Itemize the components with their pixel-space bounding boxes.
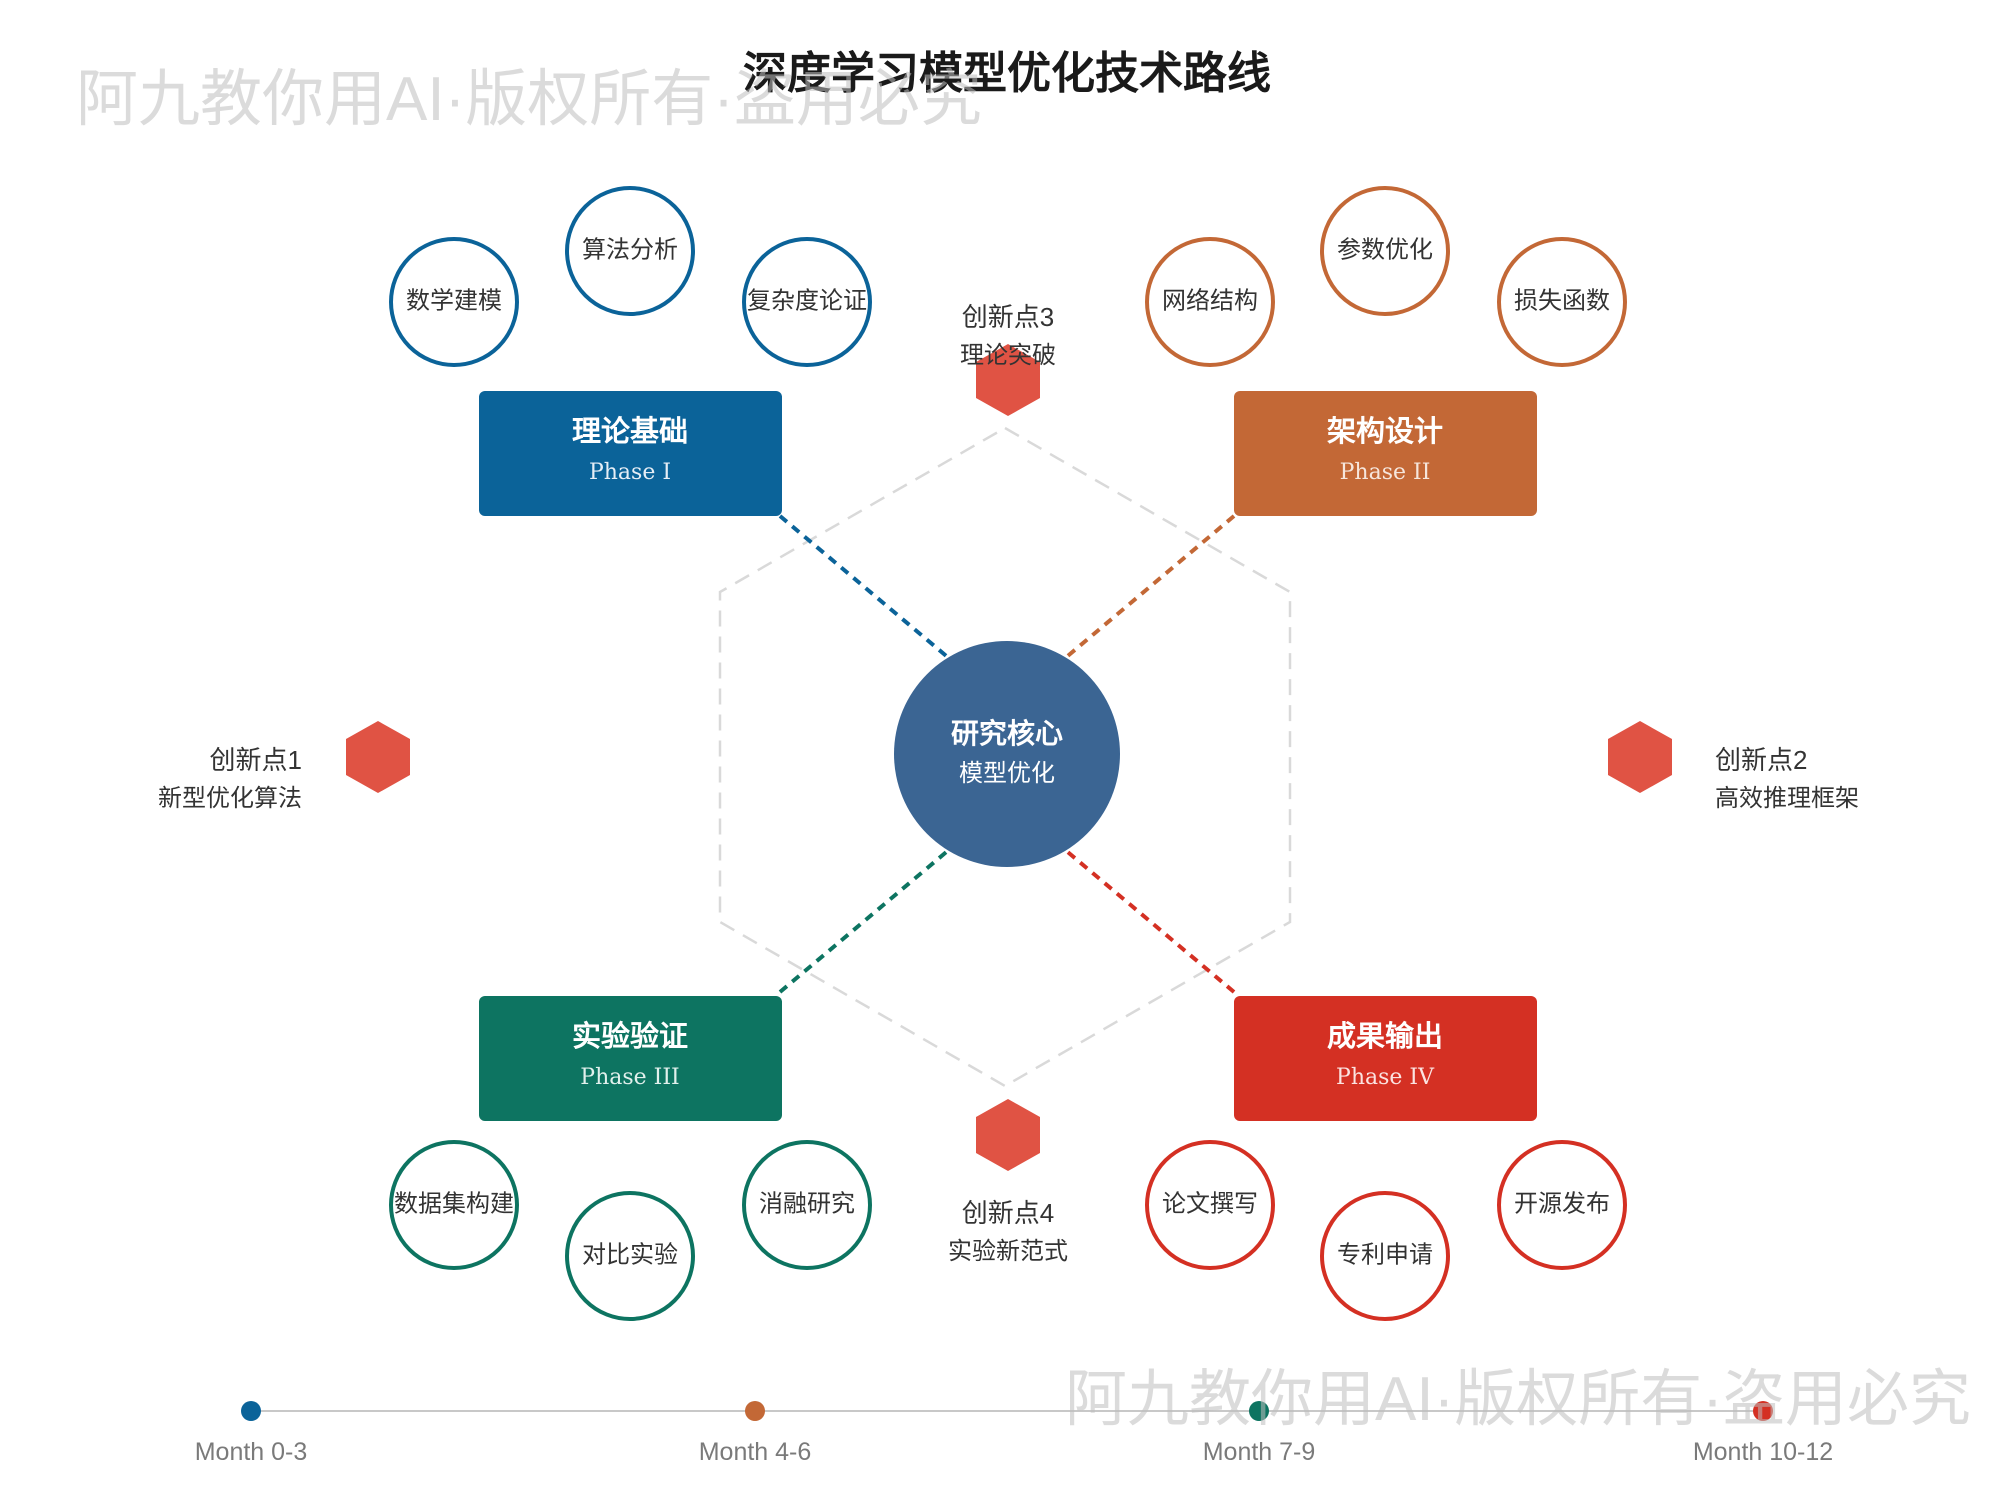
subtopic-node[interactable]: [742, 1140, 872, 1270]
connector-p1: [778, 514, 959, 667]
subtopic-label: 专利申请: [1337, 1241, 1433, 1268]
subtopic-label: 损失函数: [1514, 287, 1610, 314]
subtopic-label: 网络结构: [1162, 287, 1258, 314]
timeline-marker-2[interactable]: [745, 1401, 765, 1421]
innovation-desc-1: 新型优化算法: [158, 785, 302, 812]
center-node[interactable]: [894, 641, 1120, 867]
phase-label-2: Phase II: [1340, 460, 1431, 485]
innovation-desc-4: 实验新范式: [948, 1238, 1068, 1265]
subtopic-node[interactable]: [565, 186, 695, 316]
timeline-marker-3[interactable]: [1249, 1401, 1269, 1421]
innovation-title-2: 创新点2: [1715, 745, 1807, 775]
phase-title-3: 实验验证: [572, 1019, 688, 1053]
subtopic-label: 对比实验: [582, 1241, 678, 1268]
hexagon-outline: [718, 426, 1292, 1088]
connector-p4: [1055, 841, 1236, 994]
innovation-hex-1[interactable]: [346, 721, 410, 793]
timeline-label-4: Month 10-12: [1693, 1438, 1833, 1466]
phase-card-1[interactable]: [479, 391, 782, 516]
subtopic-label: 参数优化: [1337, 236, 1433, 263]
innovation-hex-2[interactable]: [1608, 721, 1672, 793]
innovation-hex-3[interactable]: [976, 344, 1040, 416]
timeline-marker-1[interactable]: [241, 1401, 261, 1421]
phase-title-1: 理论基础: [572, 414, 688, 448]
phase-card-3[interactable]: [479, 996, 782, 1121]
center-title: 研究核心: [951, 717, 1063, 750]
subtopic-label: 算法分析: [582, 236, 678, 263]
subtopic-node[interactable]: [1145, 237, 1275, 367]
innovation-desc-3: 理论突破: [960, 342, 1056, 369]
watermark-top: 阿九教你用AI·版权所有·盗用必究: [76, 65, 982, 134]
subtopic-node[interactable]: [1145, 1140, 1275, 1270]
phase-card-4[interactable]: [1234, 996, 1537, 1121]
subtopic-label: 复杂度论证: [747, 287, 867, 314]
subtopic-label: 论文撰写: [1162, 1190, 1258, 1217]
subtopic-label: 开源发布: [1514, 1190, 1610, 1217]
timeline-label-3: Month 7-9: [1203, 1438, 1316, 1466]
subtopic-node[interactable]: [389, 1140, 519, 1270]
watermark-bottom: 阿九教你用AI·版权所有·盗用必究: [1065, 1365, 1971, 1434]
innovation-title-4: 创新点4: [962, 1198, 1054, 1228]
subtopic-label: 数学建模: [406, 287, 502, 314]
subtopic-label: 数据集构建: [394, 1190, 514, 1217]
innovation-title-1: 创新点1: [210, 745, 302, 775]
subtopic-node[interactable]: [389, 237, 519, 367]
connector-p3: [778, 841, 959, 994]
subtopic-node[interactable]: [1320, 186, 1450, 316]
timeline-marker-4[interactable]: [1753, 1401, 1773, 1421]
phase-title-4: 成果输出: [1327, 1019, 1443, 1053]
innovation-hex-4[interactable]: [976, 1099, 1040, 1171]
phase-label-4: Phase IV: [1336, 1065, 1435, 1090]
subtopic-node[interactable]: [1497, 237, 1627, 367]
phase-label-3: Phase III: [580, 1065, 679, 1090]
subtopic-node[interactable]: [742, 237, 872, 367]
subtopic-label: 消融研究: [759, 1190, 855, 1217]
phase-card-2[interactable]: [1234, 391, 1537, 516]
subtopic-node[interactable]: [1497, 1140, 1627, 1270]
phase-title-2: 架构设计: [1327, 414, 1443, 448]
innovation-desc-2: 高效推理框架: [1715, 785, 1859, 812]
timeline-label-1: Month 0-3: [195, 1438, 308, 1466]
subtopic-node[interactable]: [1320, 1191, 1450, 1321]
center-subtitle: 模型优化: [959, 760, 1055, 787]
connector-p2: [1055, 514, 1236, 667]
timeline-label-2: Month 4-6: [699, 1438, 812, 1466]
innovation-title-3: 创新点3: [962, 302, 1054, 332]
subtopic-node[interactable]: [565, 1191, 695, 1321]
phase-label-1: Phase I: [589, 460, 671, 485]
page-title: 深度学习模型优化技术路线: [743, 49, 1271, 98]
